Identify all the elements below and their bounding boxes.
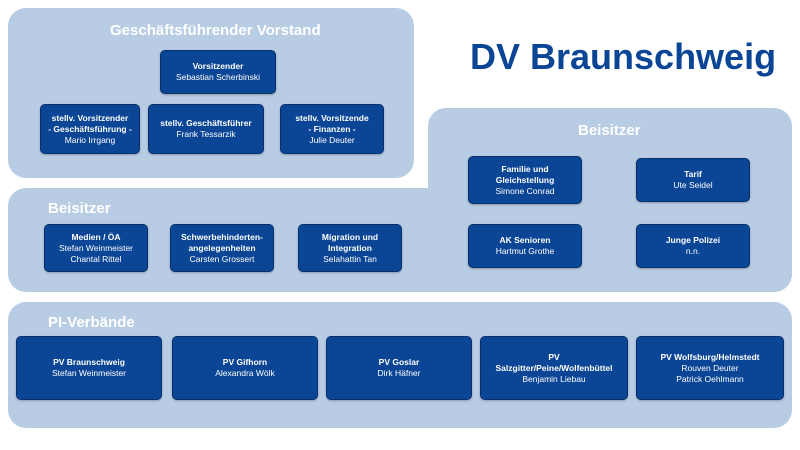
org-box-stellv-vorsitzender-gf: stellv. Vorsitzender - Geschäftsführung … — [40, 104, 140, 154]
person-name: Alexandra Wölk — [215, 368, 275, 378]
person-name: Mario Irrgang — [64, 134, 116, 145]
org-box-medien: Medien / ÖA Stefan Weinmeister Chantal R… — [44, 224, 148, 272]
pi-verbaende-title: PI-Verbände — [48, 314, 135, 331]
person-name: Rouven Deuter Patrick Oehlmann — [676, 362, 744, 384]
org-box-pv-goslar: PV Goslar Dirk Häfner — [326, 336, 472, 400]
beisitzer-left-title: Beisitzer — [48, 200, 111, 217]
org-box-tarif: Tarif Ute Seidel — [636, 158, 750, 202]
org-box-pv-wolfsburg: PV Wolfsburg/Helmstedt Rouven Deuter Pat… — [636, 336, 784, 400]
person-name: Julie Deuter — [309, 134, 355, 145]
org-box-pv-salzgitter: PV Salzgitter/Peine/Wolfenbüttel Benjami… — [480, 336, 628, 400]
person-name: Hartmut Grothe — [495, 246, 555, 256]
role-label: stellv. Vorsitzender - Geschäftsführung … — [48, 112, 132, 134]
org-box-familie: Familie und Gleichstellung Simone Conrad — [468, 156, 582, 204]
person-name: Stefan Weinmeister Chantal Rittel — [58, 242, 133, 264]
vorstand-title: Geschäftsführender Vorstand — [110, 22, 321, 39]
role-label: PV Gifhorn — [222, 357, 268, 367]
beisitzer-right-title: Beisitzer — [578, 122, 641, 139]
person-name: Benjamin Liebau — [522, 373, 586, 384]
role-label: AK Senioren — [499, 235, 551, 245]
role-label: PV Salzgitter/Peine/Wolfenbüttel — [495, 351, 613, 373]
role-label: Migration und Integration — [321, 231, 379, 253]
person-name: Ute Seidel — [673, 180, 713, 190]
role-label: Medien / ÖA — [71, 231, 121, 242]
org-box-pv-gifhorn: PV Gifhorn Alexandra Wölk — [172, 336, 318, 400]
person-name: Stefan Weinmeister — [51, 368, 126, 378]
role-label: PV Braunschweig — [53, 357, 125, 367]
org-box-migration: Migration und Integration Selahattin Tan — [298, 224, 402, 272]
org-box-ak-senioren: AK Senioren Hartmut Grothe — [468, 224, 582, 268]
role-label: Familie und Gleichstellung — [495, 163, 555, 185]
person-name: Frank Tessarzik — [176, 129, 236, 139]
org-box-stellv-vorsitzende-finanzen: stellv. Vorsitzende - Finanzen - Julie D… — [280, 104, 384, 154]
role-label: stellv. Geschäftsführer — [160, 118, 252, 128]
role-label: Tarif — [684, 169, 702, 179]
person-name: Dirk Häfner — [377, 368, 421, 378]
role-label: Vorsitzender — [192, 61, 244, 71]
org-box-pv-braunschweig: PV Braunschweig Stefan Weinmeister — [16, 336, 162, 400]
person-name: Carsten Grossert — [189, 253, 255, 264]
org-box-junge-polizei: Junge Polizei n.n. — [636, 224, 750, 268]
role-label: stellv. Vorsitzende - Finanzen - — [295, 112, 369, 134]
person-name: Selahattin Tan — [323, 253, 377, 264]
person-name: Simone Conrad — [495, 185, 555, 196]
org-box-vorsitzender: Vorsitzender Sebastian Scherbinski — [160, 50, 276, 94]
role-label: PV Wolfsburg/Helmstedt — [660, 351, 760, 362]
person-name: n.n. — [685, 246, 701, 256]
org-box-stellv-geschaeftsfuehrer: stellv. Geschäftsführer Frank Tessarzik — [148, 104, 264, 154]
role-label: PV Goslar — [378, 357, 420, 367]
page-title: DV Braunschweig — [470, 36, 777, 77]
role-label: Junge Polizei — [665, 235, 721, 245]
role-label: Schwerbehinderten- angelegenheiten — [181, 231, 263, 253]
person-name: Sebastian Scherbinski — [175, 72, 261, 82]
org-box-schwerbehinderten: Schwerbehinderten- angelegenheiten Carst… — [170, 224, 274, 272]
